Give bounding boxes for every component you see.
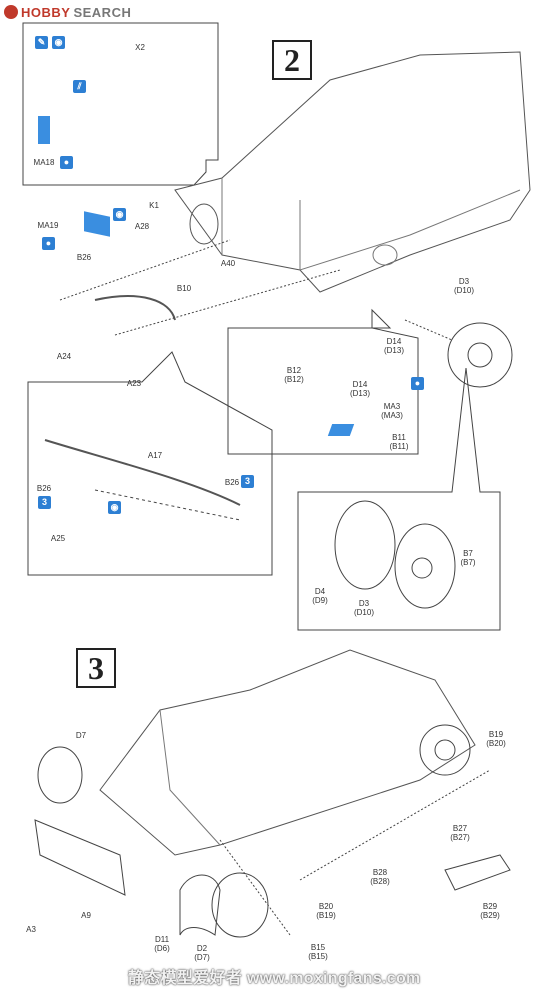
part-label-d4: D4(D9) (312, 587, 328, 605)
part-label-a17: A17 (147, 451, 163, 460)
glue-icon: ✎ (35, 36, 48, 49)
part-label-b28: B28(B28) (370, 868, 390, 886)
part-label-a25: A25 (50, 534, 66, 543)
part-label-d3-top: D3(D10) (453, 277, 475, 295)
part-label-a40: A40 (220, 259, 236, 268)
water-drop-icon: ● (42, 237, 55, 250)
part-label-ma19: MA19 (37, 221, 59, 230)
part-label-b26-left: B26 (36, 484, 52, 493)
water-drop-icon: ● (60, 156, 73, 169)
inset-cable-frame (27, 351, 273, 576)
decal-ma3 (327, 424, 355, 436)
part-label-b26-right: B26 (224, 478, 240, 487)
part-label-k1: K1 (149, 201, 159, 210)
logo-mark-icon (4, 5, 18, 19)
cable-harness (94, 295, 176, 321)
part-label-a9: A9 (81, 911, 91, 920)
part-label-a3: A3 (26, 925, 36, 934)
decal-x3-icon: 3 (241, 475, 254, 488)
inset-suspension-frame (227, 308, 419, 455)
step-number-3: 3 (76, 648, 116, 688)
step-number-2: 2 (272, 40, 312, 80)
part-label-b12: B12(B12) (284, 366, 304, 384)
part-label-a28: A28 (134, 222, 150, 231)
watermark: 静态模型爱好者 www.moxingfans.com (128, 970, 421, 987)
paint-icon: ◉ (52, 36, 65, 49)
part-label-b20: B20(B19) (316, 902, 336, 920)
part-label-d2: D2(D7) (194, 944, 210, 962)
site-logo: HOBBY SEARCH (4, 3, 131, 21)
part-label-ma18: MA18 (33, 158, 55, 167)
paint-icon: ◉ (108, 501, 121, 514)
part-label-d3-inset: D3(D10) (353, 599, 375, 617)
part-label-d7: D7 (75, 731, 87, 740)
part-label-b27: B27(B27) (450, 824, 470, 842)
inset-wheel-frame (297, 367, 501, 631)
bend-icon: ⫽ (73, 80, 86, 93)
hull-step3 (99, 649, 476, 856)
part-label-b19: B19(B20) (486, 730, 506, 748)
part-label-a24: A24 (56, 352, 72, 361)
hull-step2 (174, 51, 531, 293)
logo-text-search: SEARCH (73, 4, 132, 20)
decal-ma18 (38, 116, 50, 144)
part-label-b29: B29(B29) (480, 902, 500, 920)
part-label-b26-top: B26 (76, 253, 92, 262)
part-label-ma3: MA3(MA3) (381, 402, 403, 420)
part-label-d14-top: D14(D13) (383, 337, 405, 355)
part-label-x2: X2 (135, 43, 145, 52)
paint-icon: ◉ (113, 208, 126, 221)
decal-x3-icon: 3 (38, 496, 51, 509)
part-label-b11: B11(B11) (389, 433, 409, 451)
part-label-a23: A23 (126, 379, 142, 388)
part-label-b7: B7(B7) (460, 549, 476, 567)
water-drop-icon: ● (411, 377, 424, 390)
part-label-b15: B15(B15) (308, 943, 328, 961)
inset-x2-frame (22, 22, 219, 186)
part-label-d11: D11(D6) (154, 935, 170, 953)
logo-text-hobby: HOBBY (21, 4, 71, 20)
part-label-b10: B10 (176, 284, 192, 293)
part-label-d14-inset: D14(D13) (349, 380, 371, 398)
